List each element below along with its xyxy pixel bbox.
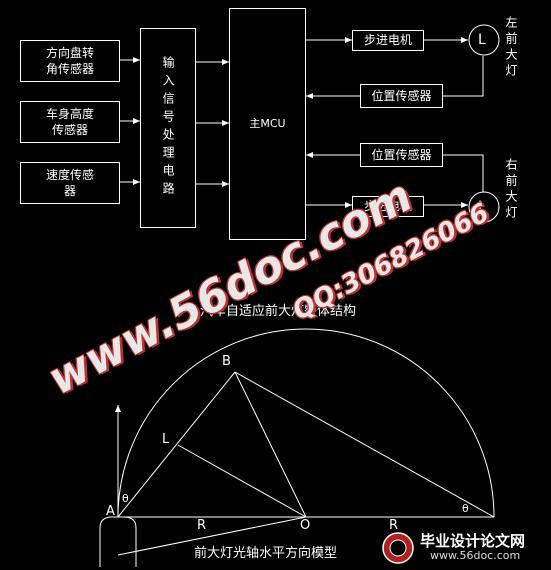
right-stepper-motor-box: 步进电机 xyxy=(352,196,424,217)
point-A-label: A xyxy=(106,504,115,519)
geo-semicircle xyxy=(117,328,495,518)
right-position-sensor-box: 位置传感器 xyxy=(360,143,443,167)
left-lamp-symbol: L xyxy=(478,32,486,48)
logo-text: 毕业设计论文网 xyxy=(420,532,526,550)
main-mcu-box: 主MCU xyxy=(229,8,306,240)
geometry-model-caption: 前大灯光轴水平方向模型 xyxy=(194,546,338,561)
logo-url: www.56doc.com xyxy=(430,549,521,562)
point-B-label: B xyxy=(222,354,231,369)
point-L-label: L xyxy=(162,432,170,447)
left-position-sensor-box: 位置传感器 xyxy=(360,84,443,108)
geo-lamp-body xyxy=(99,516,137,567)
site-logo: 毕业设计论文网 www.56doc.com xyxy=(378,530,550,566)
block-diagram-caption: 汽车自适应前大灯整体结构 xyxy=(200,304,357,319)
right-lamp-symbol: L xyxy=(478,199,486,215)
wire-lamp-sensor-left xyxy=(443,56,484,97)
angle-theta-left: θ xyxy=(122,492,129,505)
geo-line-AO xyxy=(117,516,307,556)
radius-label-right: R xyxy=(389,518,399,533)
signal-processing-label: 输入信号处理电路 xyxy=(161,56,176,200)
angle-theta-right: θ xyxy=(462,502,469,515)
body-height-sensor-box: 车身高度 传感器 xyxy=(20,101,120,143)
left-stepper-motor-box: 步进电机 xyxy=(352,30,424,51)
lamp-right-circle xyxy=(468,191,500,223)
speed-sensor-box: 速度传感 器 xyxy=(20,162,120,204)
geo-line-BO xyxy=(234,371,307,518)
wire-lamp-sensor-right xyxy=(443,154,484,192)
lamp-left-circle xyxy=(468,24,500,56)
right-headlamp-label: 右前大灯 xyxy=(504,158,518,222)
radius-label-left: R xyxy=(197,518,207,533)
geo-line-AB xyxy=(117,371,236,518)
left-headlamp-label: 左前大灯 xyxy=(504,16,518,80)
steering-angle-sensor-box: 方向盘转 角传感器 xyxy=(20,40,120,82)
geo-line-LO xyxy=(177,444,307,518)
signal-processing-box: 输入信号处理电路 xyxy=(140,28,196,228)
main-mcu-label: 主MCU xyxy=(249,116,286,130)
point-O-label: O xyxy=(300,518,311,533)
geo-line-BR xyxy=(234,371,495,518)
